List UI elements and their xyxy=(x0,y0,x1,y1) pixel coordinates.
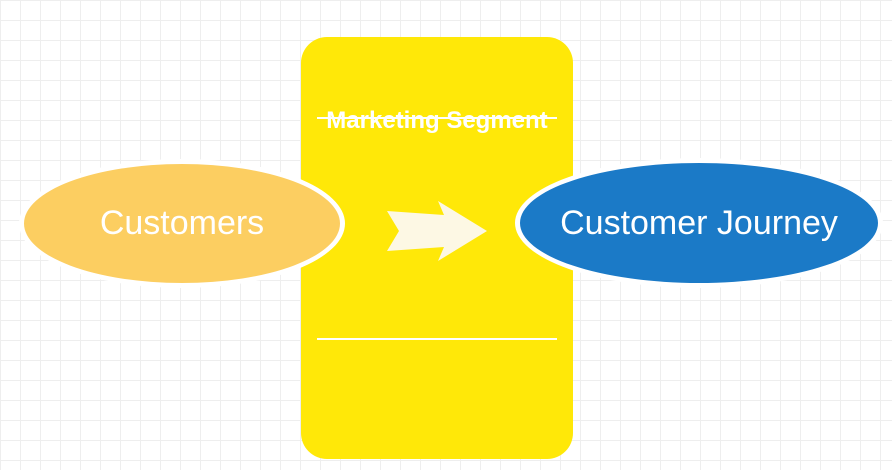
segment-divider-bottom xyxy=(317,338,557,340)
marketing-segment-panel: Marketing Segment xyxy=(301,37,573,459)
customer-journey-node: Customer Journey xyxy=(515,158,883,288)
segment-title: Marketing Segment xyxy=(326,107,548,134)
customers-node: Customers xyxy=(19,159,345,288)
customers-label: Customers xyxy=(99,204,265,242)
segment-divider-top xyxy=(317,117,557,119)
right-arrow-icon xyxy=(387,201,487,261)
customer-journey-label: Customer Journey xyxy=(560,203,838,242)
